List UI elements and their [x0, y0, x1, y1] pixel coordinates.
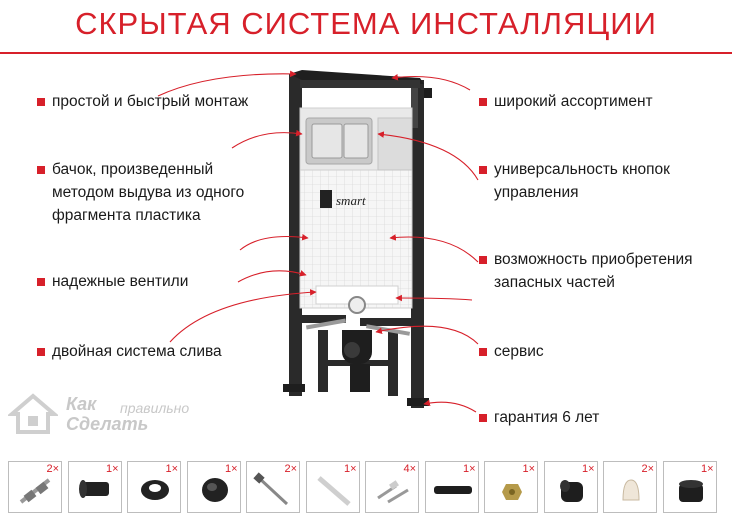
dowel-screw-icon: [377, 480, 409, 504]
bullet-square-icon: [37, 98, 45, 106]
feature-right-3: возможность приобретения запасных частей: [479, 248, 693, 294]
feature-right-2: универсальность кнопок управления: [479, 158, 670, 204]
parts-kit-item: 1×: [424, 461, 479, 513]
feature-right-1: широкий ассортимент: [479, 90, 653, 113]
part-quantity: 2×: [46, 463, 59, 475]
parts-kit-item: 4×: [365, 461, 419, 513]
part-quantity: 1×: [581, 463, 595, 475]
part-quantity: 1×: [165, 463, 178, 475]
part-quantity: 1×: [105, 463, 119, 475]
cap-icon: [622, 479, 640, 501]
parts-kit-item: 2×: [603, 461, 657, 513]
pipe-connector-icon: [78, 480, 109, 498]
smart-logo: smart: [320, 190, 366, 208]
bullet-square-icon: [479, 414, 487, 422]
parts-kit-item: 2×: [8, 461, 62, 513]
parts-kit-item: 1×: [305, 461, 360, 513]
watermark: Как правильно Сделать: [6, 392, 218, 442]
bullet-square-icon: [37, 348, 45, 356]
part-quantity: 2×: [284, 463, 297, 475]
parts-kit-item: 1×: [186, 461, 241, 513]
bullet-square-icon: [479, 256, 487, 264]
feature-left-2: бачок, произведенный методом выдува из о…: [37, 158, 244, 227]
black-pipe-icon: [433, 486, 472, 494]
part-quantity: 1×: [462, 463, 476, 475]
part-quantity: 1×: [343, 463, 357, 475]
rod-with-nuts-icon: [19, 478, 51, 504]
parts-kit-item: 1×: [662, 461, 717, 513]
drain-elbow-icon: [559, 480, 583, 502]
parts-kit-item: 1×: [543, 461, 598, 513]
drain-coupling-icon: [678, 480, 703, 502]
part-quantity: 4×: [403, 463, 416, 475]
parts-kit-item: 1×: [484, 461, 538, 513]
long-bolt-icon: [253, 472, 289, 506]
bullet-square-icon: [479, 348, 487, 356]
feature-left-4: двойная система слива: [37, 340, 222, 363]
brass-fitting-icon: [502, 484, 522, 500]
brand-label: smart: [336, 193, 366, 208]
watermark-line2: Сделать: [66, 414, 149, 434]
feature-right-4: сервис: [479, 340, 544, 363]
parts-kit-item: 1×: [67, 461, 122, 513]
part-quantity: 2×: [641, 463, 654, 475]
feature-right-5: гарантия 6 лет: [479, 406, 599, 429]
rubber-cuff-icon: [201, 478, 228, 502]
bullet-square-icon: [37, 166, 45, 174]
page-title: СКРЫТАЯ СИСТЕМА ИНСТАЛЛЯЦИИ: [75, 6, 657, 41]
rubber-ring-icon: [141, 480, 169, 500]
watermark-line1-small: правильно: [120, 400, 190, 416]
feature-left-1: простой и быстрый монтаж: [37, 90, 248, 113]
watermark-line1: Как: [66, 394, 97, 414]
cistern-panel: [299, 107, 413, 314]
drain-assembly: [305, 318, 411, 392]
bullet-square-icon: [479, 98, 487, 106]
plastic-rod-icon: [316, 476, 351, 506]
part-quantity: 1×: [700, 463, 714, 475]
part-quantity: 1×: [522, 463, 535, 475]
house-logo-icon: [6, 393, 60, 434]
callout-arrows: [157, 70, 479, 413]
feature-left-3: надежные вентили: [37, 270, 188, 293]
part-quantity: 1×: [224, 463, 238, 475]
title-divider: [0, 52, 732, 54]
parts-kit-item: 2×: [246, 461, 300, 513]
bullet-square-icon: [37, 278, 45, 286]
bullet-square-icon: [479, 166, 487, 174]
parts-kit-item: 1×: [127, 461, 181, 513]
